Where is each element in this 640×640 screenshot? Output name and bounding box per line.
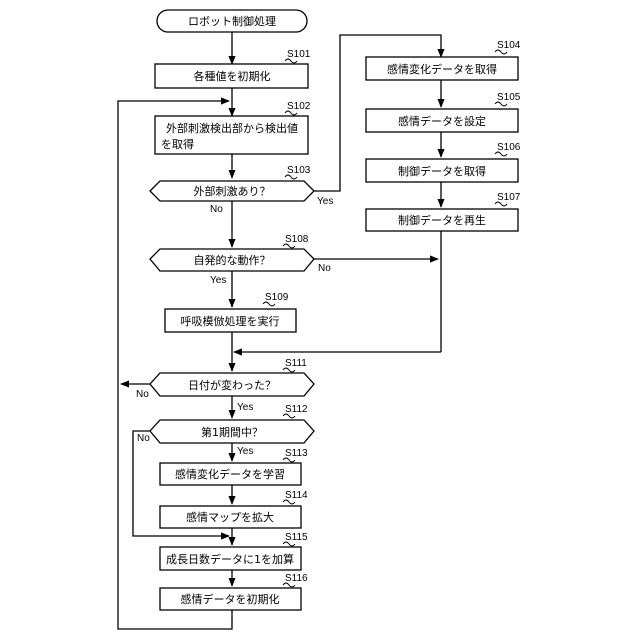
- process-s102: 外部刺激検出部から検出値 を取得: [155, 116, 308, 154]
- s106-label: 制御データを取得: [398, 164, 486, 178]
- label-s111-yes: Yes: [237, 402, 253, 413]
- s103-label: 外部刺激あり？: [194, 184, 271, 198]
- s105-label: 感情データを設定: [398, 114, 486, 128]
- process-s116: 感情データを初期化: [160, 588, 301, 610]
- label-s103-yes: Yes: [317, 196, 333, 207]
- step-s108: S108: [285, 234, 309, 245]
- label-s108-yes: Yes: [210, 275, 226, 286]
- step-s103: S103: [287, 165, 311, 176]
- process-s115: 成長日数データに1を加算: [160, 547, 301, 570]
- label-s112-yes: Yes: [237, 446, 253, 457]
- step-s104: S104: [497, 40, 521, 51]
- s116-label: 感情データを初期化: [181, 592, 280, 606]
- label-s112-no: No: [137, 433, 150, 444]
- label-s103-no: No: [210, 204, 223, 215]
- process-s109: 呼吸模倣処理を実行: [165, 309, 296, 332]
- s107-label: 制御データを再生: [398, 213, 486, 227]
- step-s114: S114: [285, 490, 308, 501]
- s101-label: 各種値を初期化: [194, 69, 271, 83]
- process-s101: 各種値を初期化: [155, 64, 308, 88]
- s109-label: 呼吸模倣処理を実行: [181, 314, 280, 328]
- decision-s112: 第1期間中？: [150, 420, 314, 443]
- decision-s111: 日付が変わった？: [150, 373, 314, 396]
- process-s113: 感情変化データを学習: [160, 463, 301, 485]
- s108-label: 自発的な動作？: [194, 253, 271, 267]
- step-s116: S116: [285, 573, 308, 584]
- s115-label: 成長日数データに1を加算: [166, 552, 294, 566]
- process-s107: 制御データを再生: [366, 209, 518, 231]
- step-s112: S112: [285, 404, 308, 415]
- s102-label-line2: を取得: [161, 138, 194, 151]
- step-s107: S107: [497, 192, 521, 203]
- step-s113: S113: [285, 448, 308, 459]
- step-s106: S106: [497, 142, 521, 153]
- process-s106: 制御データを取得: [366, 159, 518, 182]
- step-s109: S109: [265, 292, 289, 303]
- start-terminal: ロボット制御処理: [157, 10, 307, 32]
- s112-label: 第1期間中？: [201, 425, 263, 439]
- start-label: ロボット制御処理: [188, 14, 276, 28]
- s113-label: 感情変化データを学習: [175, 467, 285, 481]
- step-s105: S105: [497, 92, 521, 103]
- step-s102: S102: [287, 101, 311, 112]
- s111-label: 日付が変わった？: [188, 378, 276, 392]
- process-s114: 感情マップを拡大: [160, 506, 301, 528]
- step-s101: S101: [287, 49, 311, 60]
- s104-label: 感情変化データを取得: [387, 62, 497, 76]
- decision-s103: 外部刺激あり？: [150, 181, 314, 201]
- process-s104: 感情変化データを取得: [366, 57, 518, 80]
- decision-s108: 自発的な動作？: [150, 249, 314, 271]
- process-s105: 感情データを設定: [366, 109, 518, 132]
- label-s108-no: No: [318, 263, 331, 274]
- label-s111-no: No: [136, 389, 149, 400]
- step-s111: S111: [285, 358, 307, 369]
- step-s115: S115: [285, 532, 308, 543]
- s114-label: 感情マップを拡大: [186, 510, 274, 524]
- s102-label-line1: 外部刺激検出部から検出値: [166, 121, 298, 135]
